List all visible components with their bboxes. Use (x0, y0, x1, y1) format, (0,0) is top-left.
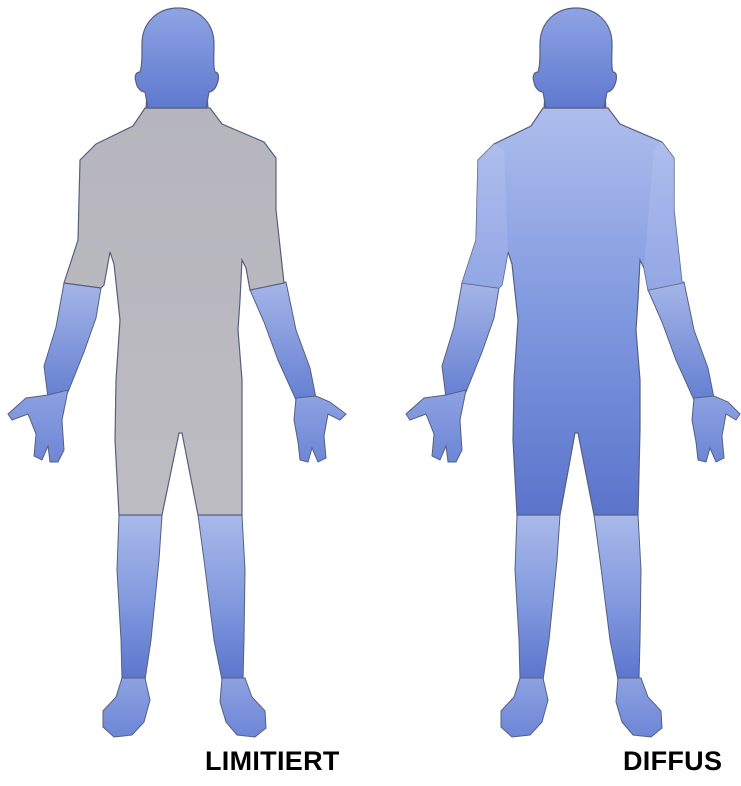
limited-right-forearm (250, 282, 316, 400)
diffuse-right-foot (616, 678, 662, 737)
diffuse-head (533, 8, 616, 108)
diffuse-right-hand (692, 396, 740, 462)
limited-head (135, 8, 218, 108)
diffuse-left-hand (406, 390, 466, 462)
limited-left-foot (103, 678, 150, 737)
limited-right-lower-leg (198, 515, 245, 680)
diffuse-left-forearm (442, 283, 499, 398)
diffuse-figure-label: DIFFUS (623, 746, 722, 777)
diffuse-right-lower-leg (594, 515, 641, 680)
limited-body-figure (8, 8, 346, 737)
limited-left-forearm (44, 283, 101, 398)
diffuse-body-figure (406, 8, 740, 737)
diffuse-left-foot (501, 678, 548, 737)
limited-right-hand (294, 396, 346, 462)
diffuse-right-forearm (648, 282, 714, 400)
limited-left-hand (8, 390, 68, 462)
diffuse-left-upper-arm (462, 144, 508, 288)
limited-figure-label: LIMITIERT (205, 746, 340, 777)
limited-right-foot (220, 678, 266, 737)
diffuse-left-lower-leg (515, 515, 560, 680)
limited-left-lower-leg (117, 515, 162, 680)
